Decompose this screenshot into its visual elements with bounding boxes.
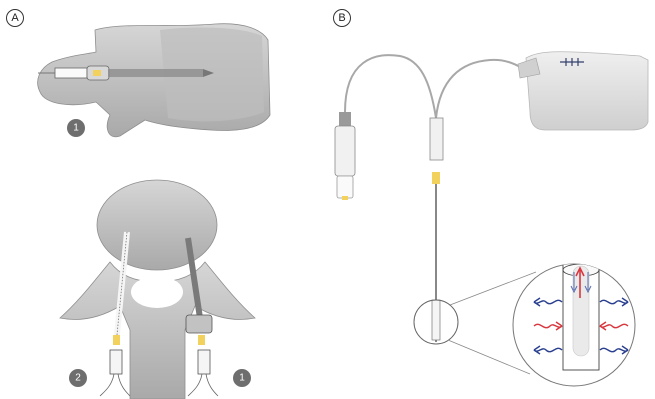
cables — [345, 55, 522, 118]
handpiece — [335, 112, 355, 200]
svg-text:1: 1 — [239, 373, 245, 384]
svg-text:2: 2 — [75, 373, 81, 384]
marker-bottom-right-one: 1 — [233, 369, 251, 387]
axial-vertebra — [60, 180, 255, 399]
svg-text:1: 1 — [73, 123, 79, 134]
right-probe-axial — [186, 238, 218, 396]
magnifier — [414, 262, 635, 386]
marker-bottom-left-two: 2 — [69, 369, 87, 387]
rf-generator — [518, 52, 648, 130]
probe-shaft — [430, 118, 443, 342]
marker-top-one: 1 — [67, 119, 85, 137]
